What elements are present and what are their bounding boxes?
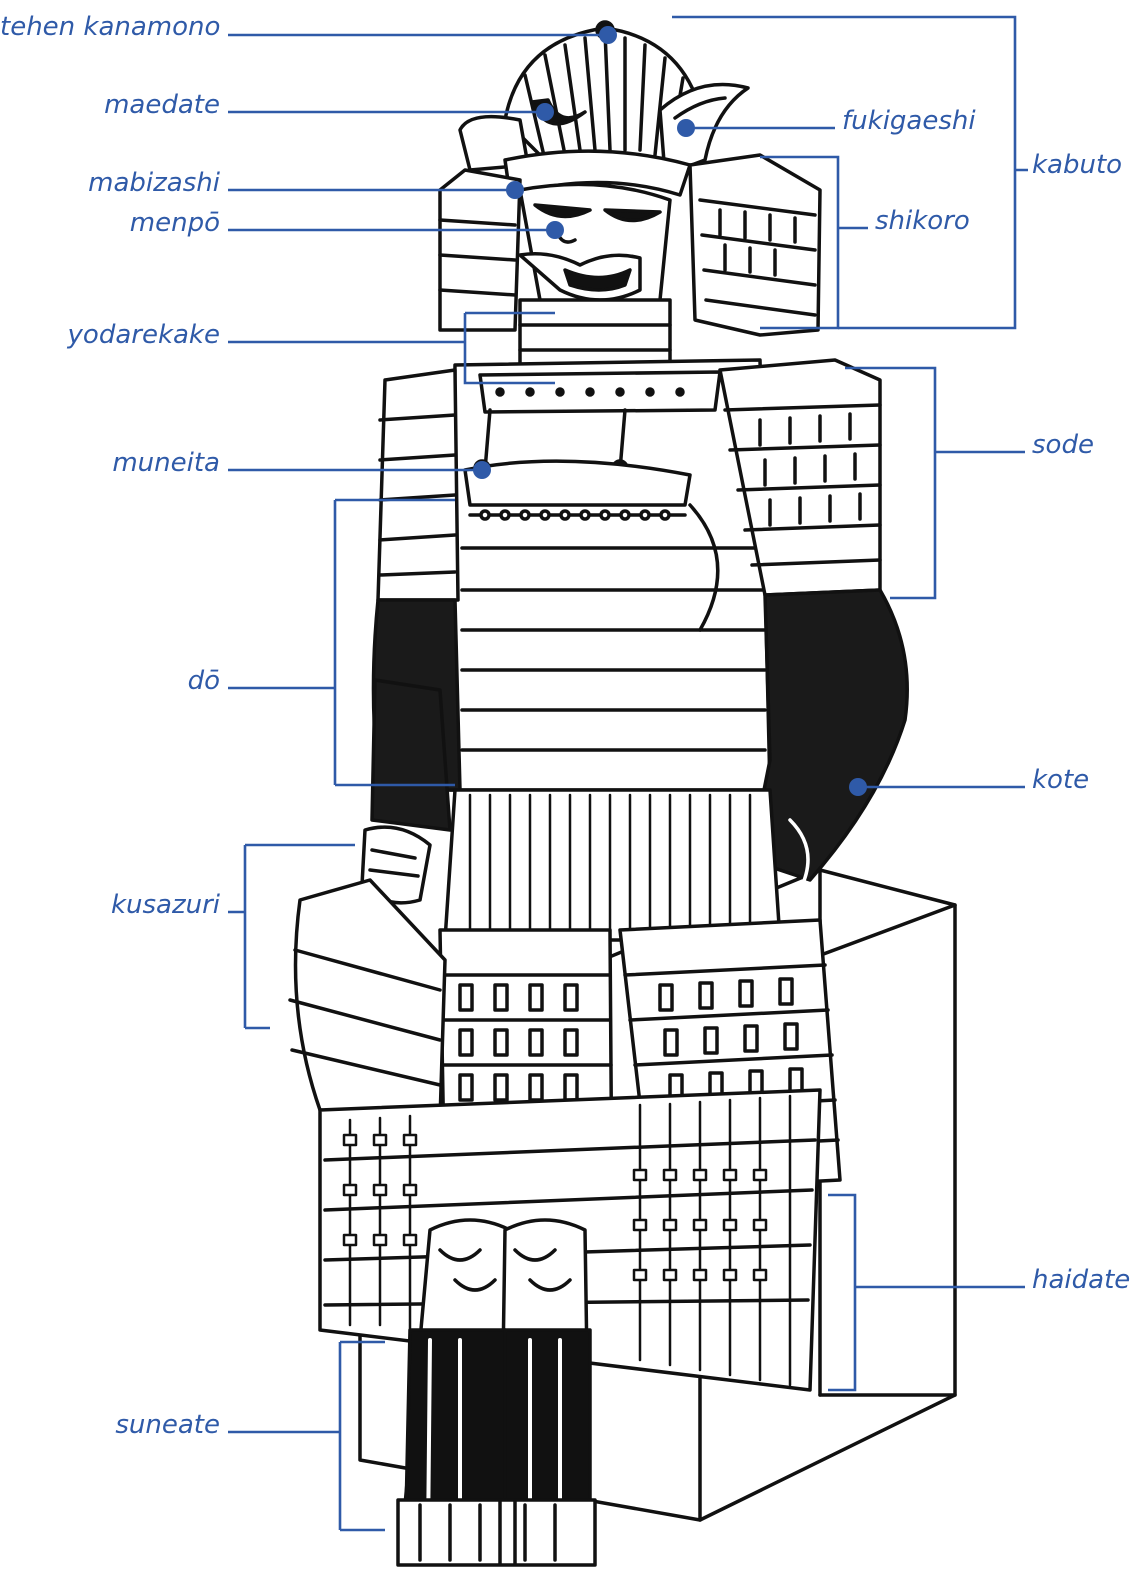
label-kabuto: kabuto bbox=[1032, 150, 1122, 180]
label-sode: sode bbox=[1032, 430, 1094, 460]
label-kote: kote bbox=[1032, 765, 1089, 795]
suneate bbox=[398, 1220, 595, 1565]
label-suneate: suneate bbox=[0, 1410, 220, 1440]
label-do: dō bbox=[0, 666, 220, 696]
label-menpo: menpō bbox=[0, 208, 220, 238]
menpo-mask bbox=[520, 184, 670, 380]
do-cuirass bbox=[450, 360, 770, 790]
sode-left bbox=[378, 370, 458, 600]
label-fukigaeshi: fukigaeshi bbox=[842, 106, 976, 136]
label-maedate: maedate bbox=[0, 90, 220, 120]
label-mabizashi: mabizashi bbox=[0, 168, 220, 198]
label-yodarekake: yodarekake bbox=[0, 320, 220, 350]
label-shikoro: shikoro bbox=[875, 206, 970, 236]
label-tehen-kanamono: tehen kanamono bbox=[0, 12, 220, 42]
kote-arm-left bbox=[362, 600, 460, 903]
label-kusazuri: kusazuri bbox=[0, 890, 220, 920]
label-muneita: muneita bbox=[0, 448, 220, 478]
label-haidate: haidate bbox=[1032, 1265, 1130, 1295]
